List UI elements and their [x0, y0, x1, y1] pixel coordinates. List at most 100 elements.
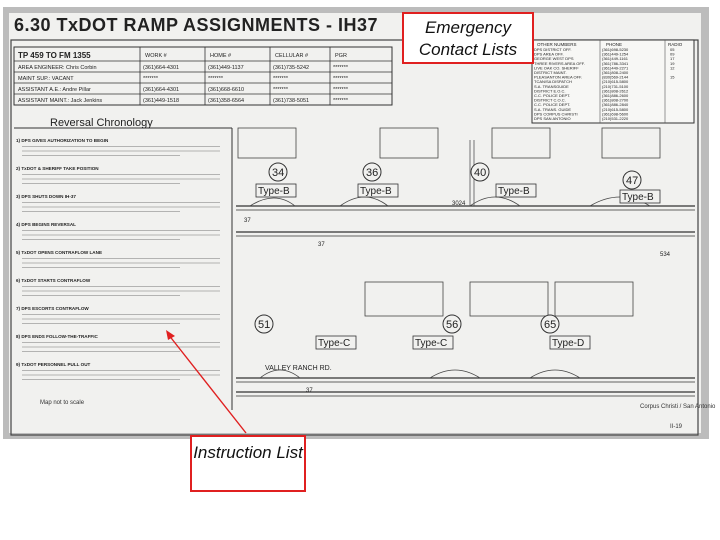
other-number-phone: (361)449-2271 [602, 65, 629, 70]
ramp-type-box [255, 183, 297, 198]
instruction-step: 9) TxDOT PERSONNEL PULL OUT [16, 362, 91, 367]
exit-number: 40 [474, 167, 486, 179]
document-title: 6.30 TxDOT RAMP ASSIGNMENTS - IH37 [14, 15, 379, 35]
instruction-step: 3) DPS SHUTS DOWN IH-37 [16, 194, 76, 199]
other-number-phone: (210)531-2220 [602, 116, 629, 121]
other-number-phone: (210)615-5800 [602, 107, 629, 112]
section-heading: Reversal Chronology [50, 117, 153, 129]
other-number-phone: (361)698-5600 [602, 111, 629, 116]
exit-number: 56 [446, 319, 458, 331]
document-subtitle: TP 459 TO FM 1355 [18, 51, 91, 60]
other-number-phone: (361)449-1161 [602, 56, 629, 61]
other-number-phone: (210)615-5800 [602, 79, 629, 84]
other-number-name: GEORGE WEST DPS [534, 56, 574, 61]
other-number-phone: (830)569-2144 [602, 75, 629, 80]
page-number: II-19 [670, 424, 683, 430]
exit-marker [268, 162, 288, 182]
exit-marker [540, 314, 560, 334]
contact-pager-number: ******* [333, 76, 349, 82]
ramp-type-label: Type-B [360, 186, 392, 197]
other-number-name: DISTRICT E.O.C. [534, 88, 565, 93]
ramp-type-box [412, 335, 454, 350]
other-number-name: PLEASANTON AREA OFF. [534, 75, 582, 80]
instruction-step: 6) TxDOT STARTS CONTRAFLOW [16, 278, 91, 283]
contact-work-number: ******* [143, 76, 159, 82]
other-number-phone: (361)449-1254 [602, 52, 629, 57]
assignment-boxes [237, 127, 661, 317]
other-number-radio: 12 [670, 65, 675, 70]
other-number-phone: (361)698-5230 [602, 47, 629, 52]
contact-home-number: (361)449-1137 [208, 65, 244, 71]
other-number-phone: (361)786-3341 [602, 61, 629, 66]
exit-marker [470, 162, 490, 182]
highway-map [236, 140, 695, 397]
emergency-contact-callout: Emergency Contact Lists [402, 12, 534, 64]
other-number-radio: 15 [670, 75, 675, 80]
legend-corner: Corpus Christi / San Antonio [640, 404, 716, 410]
exit-number: 51 [258, 319, 270, 331]
other-number-name: DPS AREA OFF. [534, 52, 564, 57]
contact-table: TP 459 TO FM 1355 [13, 46, 393, 106]
ramp-type-label: Type-C [318, 338, 350, 349]
other-numbers-header: OTHER NUMBERS [537, 42, 577, 47]
other-number-phone: (361)808-2700 [602, 98, 629, 103]
ramp-type-box [549, 335, 591, 350]
other-numbers-header: RADIO [668, 42, 683, 47]
instruction-step: 2) TxDOT & SHERIFF TAKE POSITION [16, 166, 99, 171]
other-number-radio: 17 [670, 56, 675, 61]
contact-cell-number: ******* [273, 76, 289, 82]
other-number-name: DISTRICT C.O.C. [534, 98, 566, 103]
exit-marker [622, 170, 642, 190]
other-number-name: C.C. POLICE DEPT. [534, 93, 570, 98]
instruction-step: 5) TxDOT OPENS CONTRAFLOW LANE [16, 250, 102, 255]
other-number-name: S.A. TRANS. GUIDE [534, 107, 571, 112]
contact-cell-number: ******* [273, 87, 289, 93]
other-number-name: DPS CORPUS CHRISTI [534, 111, 578, 116]
contact-header: PGR [335, 53, 347, 59]
other-number-name: TCAN/SA DISPATCH [534, 79, 572, 84]
contact-home-number: (361)668-6610 [208, 87, 244, 93]
exit-marker [362, 162, 382, 182]
other-numbers-header: PHONE [606, 42, 622, 47]
other-number-name: C.C. POLICE DEPT. [534, 102, 570, 107]
contact-role: ASSISTANT MAINT.: Jack Jenkins [18, 98, 102, 104]
contact-work-number: (361)664-4301 [143, 65, 179, 71]
contact-pager-number: ******* [333, 87, 349, 93]
ramp-type-label: Type-D [552, 338, 584, 349]
contact-header: CELLULAR # [275, 53, 309, 59]
other-number-name: DPS DISTRICT OFF. [534, 47, 571, 52]
other-number-name: LIVE OAK CO. SHERIFF [534, 65, 579, 70]
other-number-phone: (361)808-2612 [602, 88, 629, 93]
place-label: VALLEY RANCH RD. [265, 365, 332, 372]
ramp-type-box [495, 183, 537, 198]
ramp-type-label: Type-B [258, 186, 290, 197]
ramp-type-label: Type-B [498, 186, 530, 197]
other-number-name: DPS SAN ANTONIO [534, 116, 571, 121]
ramp-type-box [357, 183, 399, 198]
road-label: 37 [318, 242, 325, 248]
contact-cell-number: (361)738-5051 [273, 98, 309, 104]
ramp-type-box [619, 189, 661, 204]
other-number-phone: (361)886-2600 [602, 93, 629, 98]
road-label: 534 [660, 252, 671, 258]
exit-marker [442, 314, 462, 334]
contact-work-number: (361)664-4301 [143, 87, 179, 93]
callout-arrow [167, 333, 247, 434]
contact-role: MAINT SUP.: VACANT [18, 76, 74, 82]
instruction-step: 1) DPS GIVES AUTHORIZATION TO BEGIN [16, 138, 109, 143]
instruction-step: 7) DPS ESCORTS CONTRAFLOW [16, 306, 89, 311]
instruction-step: 8) DPS ENDS FOLLOW-THE-TRAFFIC [16, 334, 99, 339]
other-number-phone: (361)808-2400 [602, 70, 629, 75]
ramp-type-label: Type-C [415, 338, 447, 349]
contact-pager-number: ******* [333, 98, 349, 104]
instruction-list-callout: Instruction List [190, 435, 306, 492]
contact-role: ASSISTANT A.E.: Andre Pillar [18, 87, 91, 93]
exit-marker [254, 314, 274, 334]
road-label: 3024 [452, 201, 466, 207]
contact-pager-number: ******* [333, 65, 349, 71]
ramp-type-label: Type-B [622, 192, 654, 203]
ramp-type-box [315, 335, 357, 350]
other-number-radio: 05 [670, 47, 675, 52]
arrow-head [166, 330, 175, 340]
